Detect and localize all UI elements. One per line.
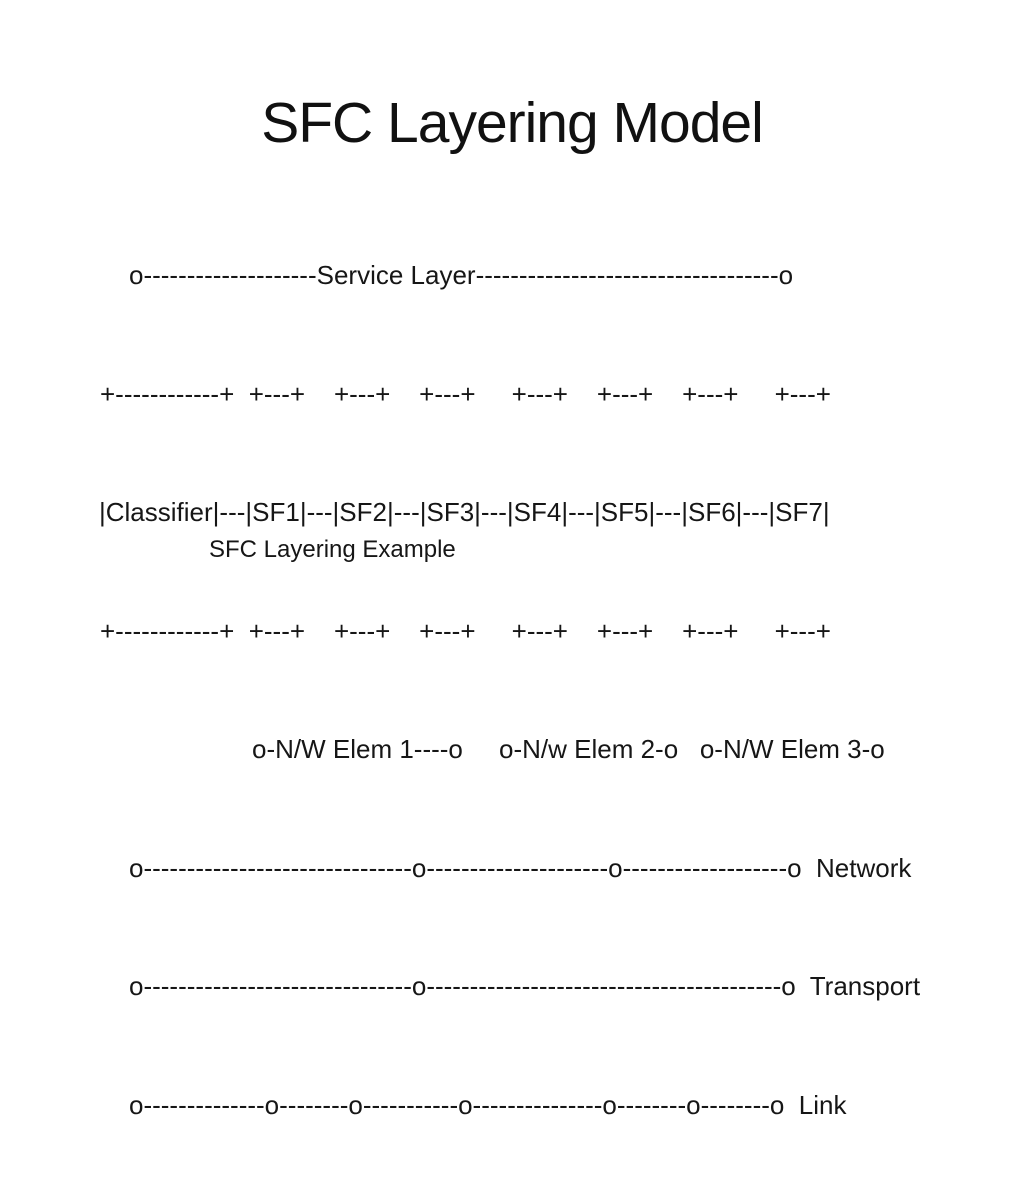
diagram-line-network-layer: o-------------------------------o-------… [129,852,912,883]
diagram-line-box-top-border: +------------+ +---+ +---+ +---+ +---+ +… [100,378,831,409]
diagram-line-transport-layer: o-------------------------------o-------… [129,971,921,1001]
diagram-caption: SFC Layering Example [209,536,456,563]
slide-title: SFC Layering Model [261,91,764,156]
sfc-ascii-diagram: o--------------------Service Layer------… [0,177,1024,1204]
diagram-line-box-bottom-border: +------------+ +---+ +---+ +---+ +---+ +… [100,615,831,646]
diagram-line-service-function-chain: |Classifier|---|SF1|---|SF2|---|SF3|---|… [99,497,830,527]
diagram-line-network-elements: o-N/W Elem 1----o o-N/w Elem 2-o o-N/W E… [252,734,885,764]
diagram-line-service-layer: o--------------------Service Layer------… [129,260,794,290]
slide-canvas: SFC Layering Model o--------------------… [99,91,921,1120]
diagram-line-link-layer: o--------------o--------o-----------o---… [129,1089,847,1120]
